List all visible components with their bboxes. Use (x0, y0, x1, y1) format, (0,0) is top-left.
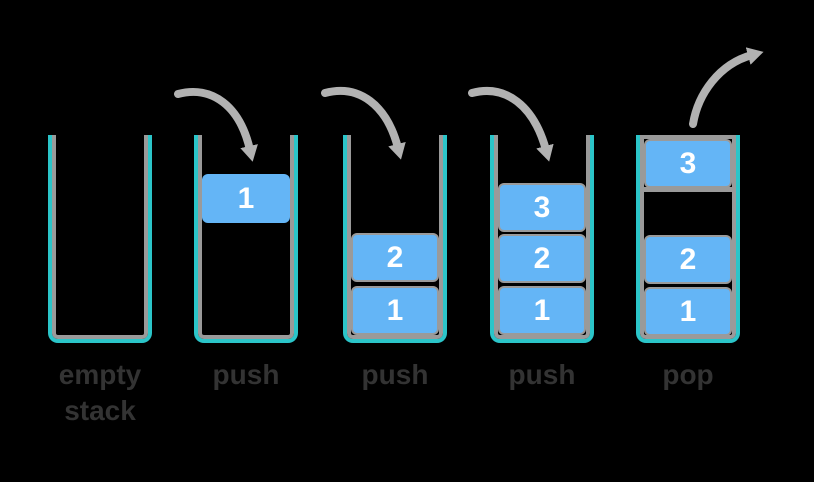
stack-container-push-1: 1 (194, 135, 298, 343)
stack-container-pop: 3 2 1 (636, 135, 740, 343)
stack-container-push-2: 2 1 (343, 135, 447, 343)
container-inner-wall (347, 135, 443, 339)
stack-container-push-3: 3 2 1 (490, 135, 594, 343)
label-line: empty (58, 359, 142, 390)
stack-label-push: push (343, 357, 447, 393)
stack-block: 2 (351, 233, 439, 282)
stack-label-empty: empty stack (48, 357, 152, 429)
stack-block: 2 (644, 235, 732, 284)
label-line: stack (64, 395, 136, 426)
stack-label-push: push (194, 357, 298, 393)
container-top-rim (640, 135, 736, 139)
label-line: push (212, 359, 280, 390)
container-inner-wall (640, 135, 736, 339)
stack-block: 1 (644, 287, 732, 336)
stack-label-pop: pop (636, 357, 740, 393)
stack-block: 2 (498, 234, 586, 283)
stack-block: 3 (644, 139, 732, 188)
container-inner-wall (52, 135, 148, 339)
label-line: pop (662, 359, 714, 390)
label-line: push (361, 359, 429, 390)
container-inner-wall (494, 135, 590, 339)
stack-container-empty (48, 135, 152, 343)
label-line: push (508, 359, 576, 390)
stack-label-push: push (490, 357, 594, 393)
pop-arrow (689, 47, 764, 128)
stack-block: 1 (202, 174, 290, 223)
container-inner-wall (198, 135, 294, 339)
stack-block: 1 (498, 286, 586, 335)
stack-block: 3 (498, 183, 586, 232)
stack-block: 1 (351, 286, 439, 335)
slot-divider (640, 187, 736, 192)
